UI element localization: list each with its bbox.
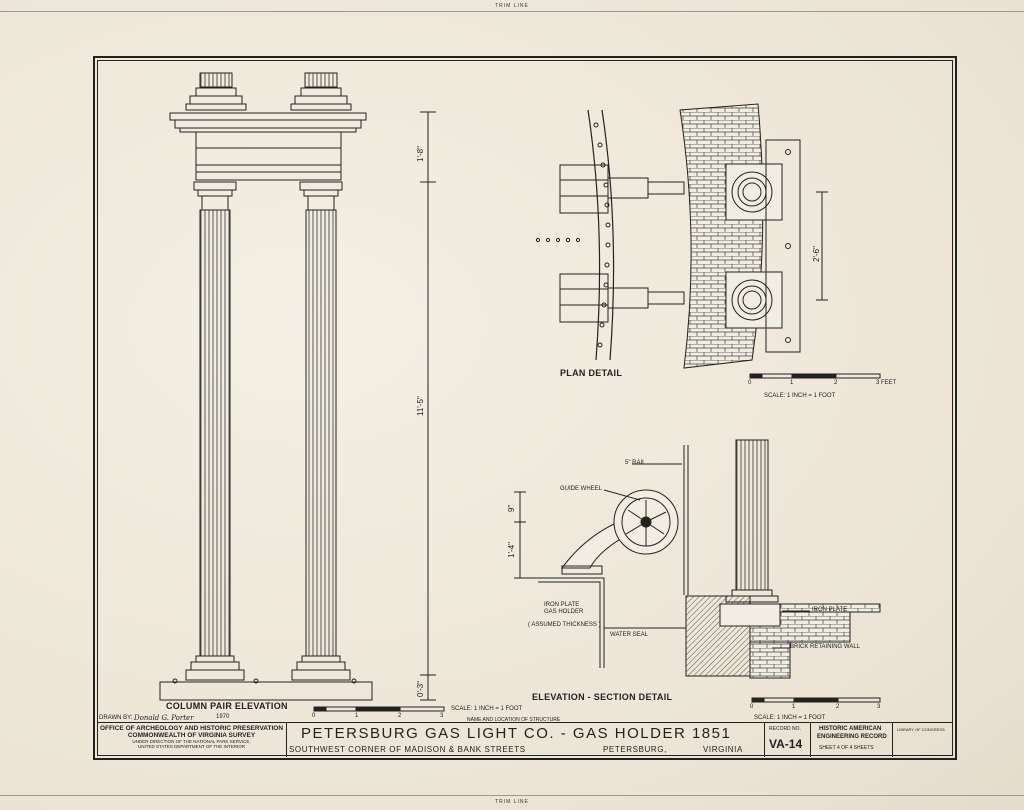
plan-detail-title: PLAN DETAIL xyxy=(560,368,623,378)
column-scale-tick-1: 1 xyxy=(355,713,359,719)
label-brick-wall: BRICK RETAINING WALL xyxy=(790,644,861,650)
structure-city: PETERSBURG, xyxy=(603,745,667,754)
record-number: VA-14 xyxy=(769,737,803,751)
label-iron-plate-holder: IRON PLATE GAS HOLDER xyxy=(544,602,584,615)
plan-scale-tick-0: 0 xyxy=(748,380,752,386)
column-scale-tick-2: 2 xyxy=(398,713,402,719)
column-scale-tick-0: 0 xyxy=(312,713,316,719)
trim-line-bottom xyxy=(0,795,1024,796)
org-cell: HISTORIC AMERICAN ENGINEERING RECORD SHE… xyxy=(811,723,893,757)
drawn-by-label: DRAWN BY: xyxy=(99,715,133,721)
plan-scale-text: SCALE: 1 INCH = 1 FOOT xyxy=(764,393,836,399)
sheet-number: SHEET 4 OF 4 SHEETS xyxy=(819,745,874,751)
trim-line-label-bottom: TRIM LINE xyxy=(495,799,529,805)
agency-line-4: UNITED STATES DEPARTMENT OF THE INTERIOR xyxy=(137,744,245,749)
label-assumed-thickness: ( ASSUMED THICKNESS ) xyxy=(528,622,601,628)
trim-line-top xyxy=(0,11,1024,12)
section-scale-tick-2: 2 xyxy=(836,704,840,710)
structure-location: SOUTHWEST CORNER OF MADISON & BANK STREE… xyxy=(289,745,526,754)
section-scale-text: SCALE: 1 INCH = 1 FOOT xyxy=(754,715,826,721)
label-guide-wheel: GUIDE WHEEL xyxy=(560,486,603,492)
column-elevation-title: COLUMN PAIR ELEVATION xyxy=(166,701,288,711)
section-scale-tick-0: 0 xyxy=(750,704,754,710)
column-dim-upper: 1'-8" xyxy=(416,146,425,162)
agency-line-3: UNDER DIRECTION OF THE NATIONAL PARK SER… xyxy=(132,739,251,744)
org-line-1: HISTORIC AMERICAN xyxy=(819,726,882,732)
label-water-seal: WATER SEAL xyxy=(610,632,649,638)
structure-cell: NAME AND LOCATION OF STRUCTURE PETERSBUR… xyxy=(287,717,765,757)
drawn-by-name: Donald G. Porter xyxy=(134,714,194,722)
record-cell: RECORD NO. VA-14 xyxy=(765,723,811,757)
column-pair-elevation xyxy=(159,72,436,701)
plan-scale-tick-3: 3 FEET xyxy=(876,380,897,386)
org-line-2: ENGINEERING RECORD xyxy=(817,734,887,740)
border-frame-outer xyxy=(93,56,957,760)
label-rail: 5" RAIL xyxy=(625,460,646,466)
section-scale-tick-1: 1 xyxy=(792,704,796,710)
structure-state: VIRGINIA xyxy=(703,745,743,754)
plan-scale-tick-1: 1 xyxy=(790,380,794,386)
column-dim-base: 0'-3" xyxy=(416,681,425,697)
record-label: RECORD NO. xyxy=(769,726,801,732)
plan-detail xyxy=(535,103,881,379)
column-scale-tick-3: 3 xyxy=(440,713,444,719)
structure-title: PETERSBURG GAS LIGHT CO. - GAS HOLDER 18… xyxy=(301,725,732,742)
library-stamp: LIBRARY OF CONGRESS xyxy=(897,727,945,732)
trim-line-label-top: TRIM LINE xyxy=(495,3,529,9)
drawn-year: 1970 xyxy=(216,714,230,720)
border-frame-inner xyxy=(97,60,953,756)
agency-line-1: OFFICE OF ARCHEOLOGY AND HISTORIC PRESER… xyxy=(99,725,284,732)
label-iron-plate: IRON PLATE xyxy=(812,607,848,613)
elevation-section-detail xyxy=(514,439,881,703)
agency-line-2: COMMONWEALTH OF VIRGINIA SURVEY xyxy=(127,732,256,739)
plan-dim: 2'-6" xyxy=(812,246,821,262)
column-dim-main: 11'-5" xyxy=(416,396,425,416)
stamp-cell: LIBRARY OF CONGRESS xyxy=(893,723,953,757)
agency-cell: OFFICE OF ARCHEOLOGY AND HISTORIC PRESER… xyxy=(97,723,287,757)
section-dim-9: 9" xyxy=(507,504,516,512)
section-dim-14: 1'-4" xyxy=(507,542,516,558)
title-block: OFFICE OF ARCHEOLOGY AND HISTORIC PRESER… xyxy=(97,717,953,757)
section-scale-tick-3: 3 xyxy=(877,704,881,710)
structure-caption: NAME AND LOCATION OF STRUCTURE xyxy=(467,717,561,723)
column-scale-text: SCALE: 1 INCH = 1 FOOT xyxy=(451,706,523,712)
plan-scale-tick-2: 2 xyxy=(834,380,838,386)
column-scale-bar xyxy=(313,706,445,712)
section-detail-title: ELEVATION - SECTION DETAIL xyxy=(532,692,673,702)
